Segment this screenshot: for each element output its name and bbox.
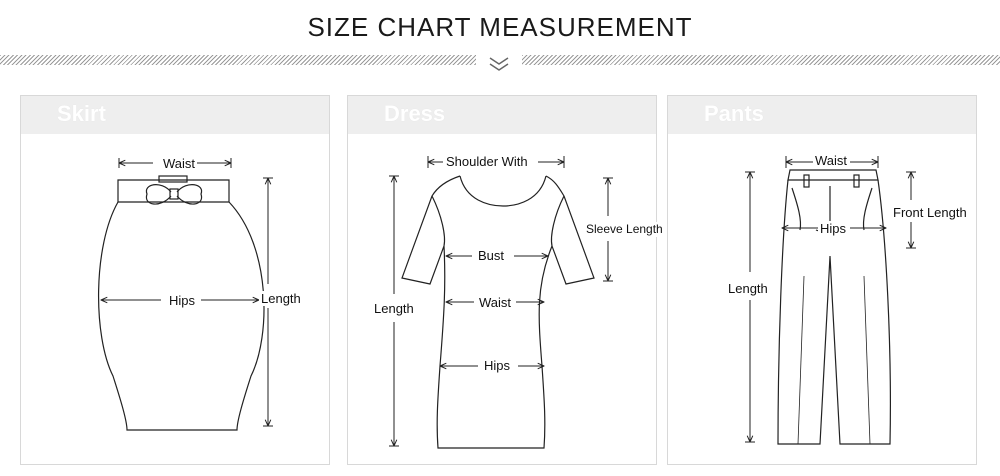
skirt-panel: Skirt: [20, 95, 330, 465]
dress-sleeve-label: Sleeve Length: [584, 222, 665, 237]
dress-panel-header: Dress: [348, 96, 656, 134]
dress-waist-label: Waist: [477, 295, 514, 310]
title-divider-left: [0, 55, 476, 65]
pants-length-label: Length: [726, 281, 770, 296]
pants-illustration: [745, 156, 916, 445]
skirt-illustration: [98, 158, 273, 431]
dress-illustration: [389, 156, 613, 449]
dress-hips-label: Hips: [484, 358, 511, 373]
pants-front-length-label: Front Length: [891, 205, 969, 220]
skirt-hips-label: Hips: [167, 293, 198, 308]
dress-panel: Dress: [347, 95, 665, 465]
pants-panel: Pants: [667, 95, 977, 465]
pants-hips-label: Hips: [818, 221, 849, 236]
double-chevron-down-icon: [489, 57, 509, 71]
dress-bust-label: Bust: [478, 248, 505, 263]
dress-panel-title: Dress: [384, 101, 446, 126]
skirt-panel-header: Skirt: [21, 96, 329, 134]
pants-panel-header: Pants: [668, 96, 976, 134]
title-divider-right: [522, 55, 1000, 65]
dress-shoulder-label: Shoulder With: [444, 154, 530, 169]
page-title: SIZE CHART MEASUREMENT: [307, 12, 693, 42]
pants-panel-title: Pants: [704, 101, 764, 126]
skirt-length-label: Length: [259, 291, 303, 306]
skirt-waist-label: Waist: [161, 156, 198, 171]
skirt-panel-title: Skirt: [57, 101, 106, 126]
dress-length-label: Length: [372, 301, 416, 316]
pants-waist-label: Waist: [813, 153, 850, 168]
